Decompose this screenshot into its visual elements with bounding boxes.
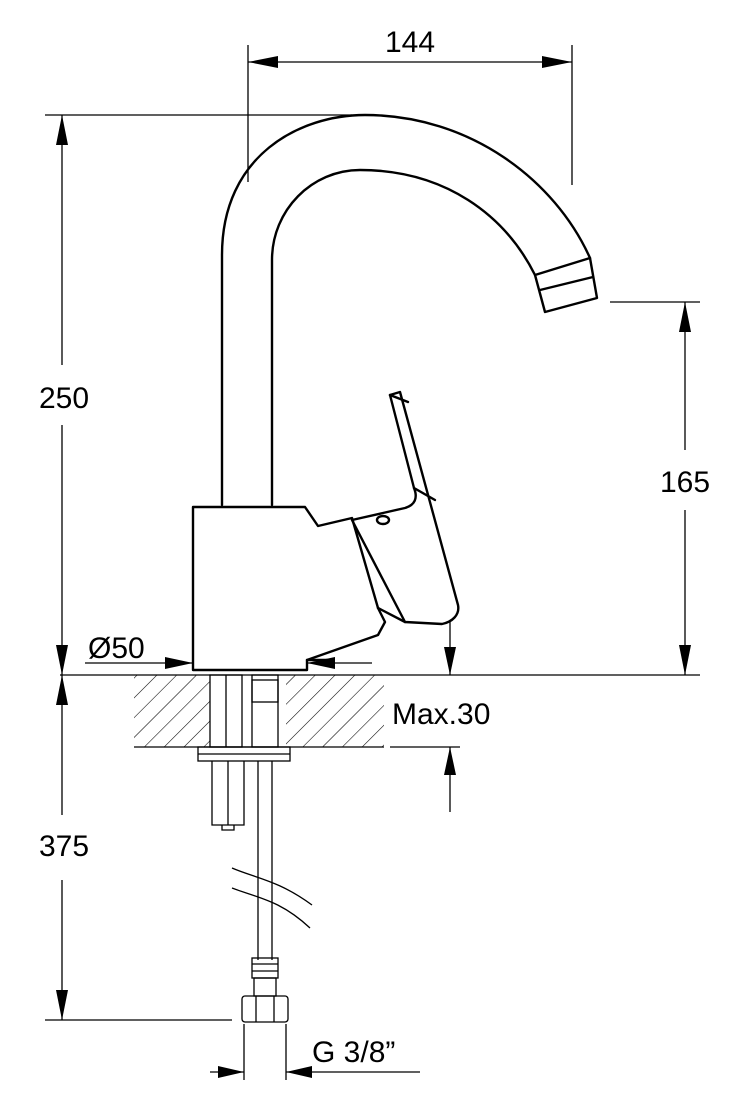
dimension-label-144: 144	[385, 26, 435, 59]
dimension-label-thread: G 3/8”	[312, 1036, 395, 1069]
spout	[220, 113, 592, 507]
aerator	[533, 256, 599, 314]
body-block	[191, 505, 387, 672]
lever-indicator	[375, 514, 391, 526]
dimension-spout-height: 165	[610, 301, 710, 675]
dimension-spout-reach: 144	[247, 26, 573, 185]
dimension-max-thickness: Max.30	[390, 620, 490, 812]
lever-handle	[350, 390, 460, 626]
dimension-label-375: 375	[39, 830, 89, 863]
dimension-label-max-thickness: Max.30	[392, 698, 490, 731]
dimension-label-diameter: Ø50	[88, 632, 145, 665]
countertop-section	[60, 674, 700, 748]
dimension-hose-length: 375	[39, 675, 232, 1021]
dimension-label-250: 250	[39, 382, 89, 415]
faucet-body	[191, 113, 599, 672]
dimension-base-diameter: Ø50	[85, 632, 372, 669]
dimension-thread: G 3/8”	[210, 1024, 420, 1080]
dimension-label-165: 165	[660, 466, 710, 499]
mounting-hardware	[197, 674, 313, 1023]
dimension-total-height: 250	[39, 114, 352, 675]
